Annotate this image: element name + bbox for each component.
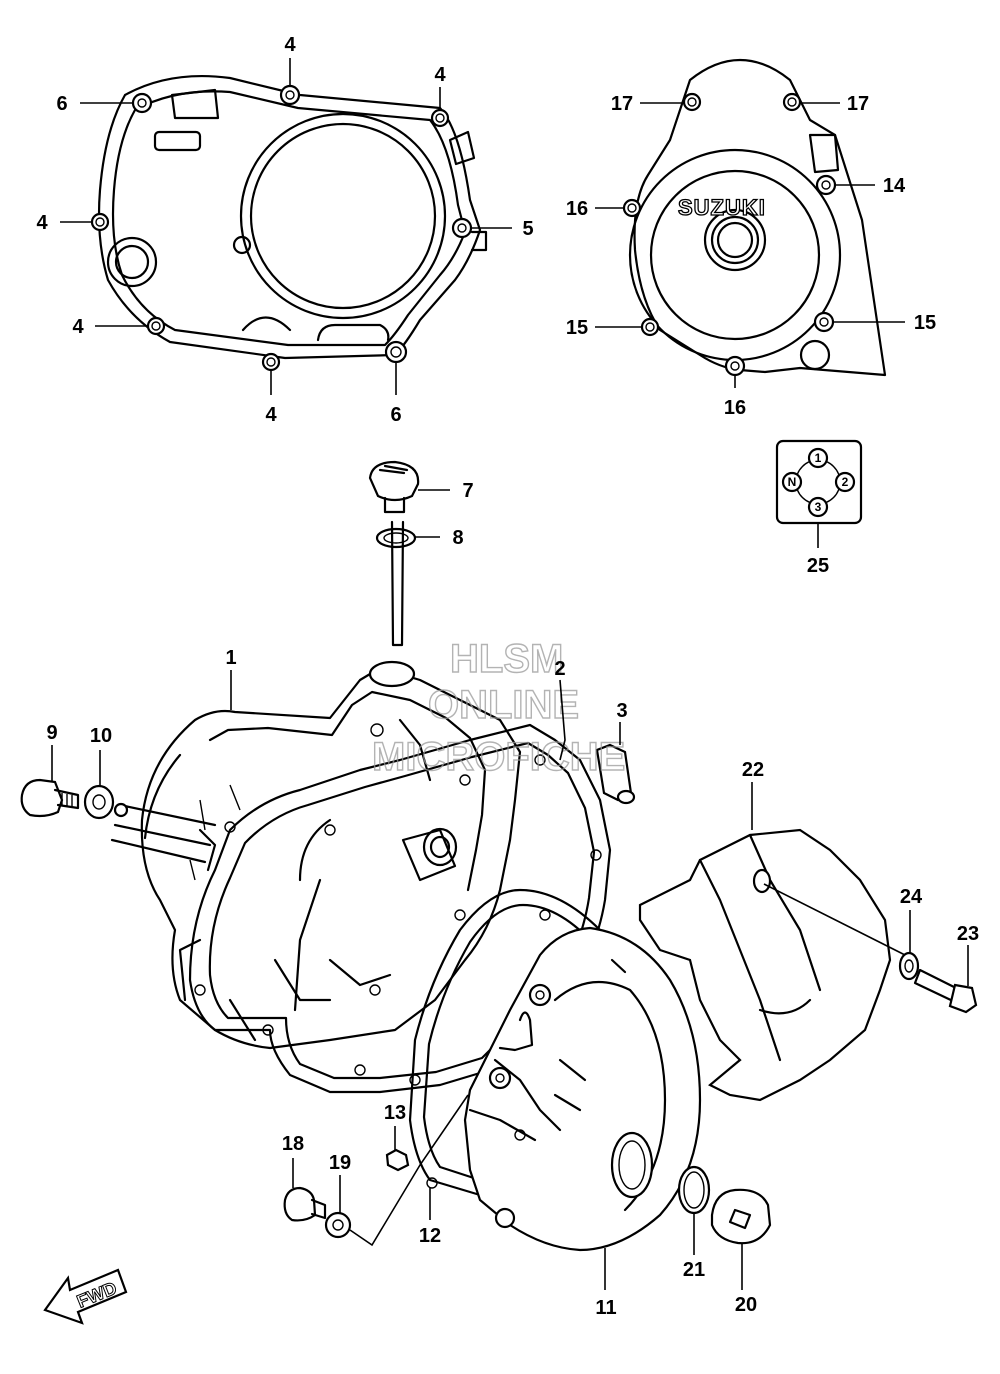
dowel-pin-13 (385, 1148, 410, 1172)
callout-10: 10 (90, 725, 112, 747)
watermark-line1: HLSM (450, 637, 563, 681)
callout-4-top: 4 (284, 34, 296, 56)
callout-4-bottom-left: 4 (72, 316, 84, 338)
washer-10 (83, 784, 129, 820)
leader-lines (51, 58, 969, 1290)
forward-direction-arrow: FWD (43, 1268, 128, 1325)
clutch-cover-part (110, 660, 522, 1050)
callout-4-top-right: 4 (434, 64, 446, 86)
callout-5: 5 (522, 218, 533, 240)
gear-1-label: 1 (815, 451, 822, 465)
callout-8: 8 (452, 527, 463, 549)
callout-15-left: 15 (566, 317, 588, 339)
callout-19: 19 (329, 1152, 351, 1174)
gear-2-label: 2 (842, 475, 849, 489)
clutch-cover-outline-view (90, 74, 488, 372)
callout-17-left: 17 (611, 93, 633, 115)
bolt-18 (283, 1186, 327, 1222)
callout-16-bottom: 16 (724, 397, 746, 419)
gear-position-indicator: 1 2 3 N (775, 439, 863, 525)
callout-1: 1 (225, 647, 236, 669)
callout-9: 9 (46, 722, 57, 744)
magneto-cover-part (463, 926, 702, 1252)
magneto-cover-outline-view: SUZUKI (622, 59, 887, 377)
watermark: HLSM ONLINE MICROFICHE (371, 636, 626, 779)
plug-20 (710, 1188, 772, 1245)
callout-11: 11 (595, 1297, 616, 1319)
callout-18: 18 (282, 1133, 304, 1155)
callout-25: 25 (807, 555, 829, 577)
washer-24 (898, 951, 920, 981)
gear-neutral-label: N (788, 475, 797, 489)
washer-19 (324, 1094, 469, 1247)
callout-17-right: 17 (847, 93, 869, 115)
callout-20: 20 (735, 1294, 757, 1316)
watermark-line3: MICROFICHE (372, 735, 625, 779)
watermark-line2: ONLINE (428, 683, 579, 727)
callout-22: 22 (742, 759, 764, 781)
callout-4-left: 4 (36, 212, 48, 234)
callout-3: 3 (616, 700, 627, 722)
sprocket-cover-part (638, 828, 906, 1102)
o-ring-21 (677, 1165, 711, 1215)
callout-4-bottom: 4 (265, 404, 277, 426)
callout-15-right: 15 (914, 312, 936, 334)
suzuki-brand-text: SUZUKI (678, 195, 766, 220)
gear-3-label: 3 (815, 500, 822, 514)
callout-14: 14 (883, 175, 906, 197)
callout-24: 24 (900, 886, 923, 908)
bolt-23 (913, 968, 978, 1014)
callout-labels: 6 4 4 4 5 4 4 6 17 17 14 16 15 15 16 25 … (36, 34, 979, 1319)
bolt-9 (20, 778, 80, 818)
callout-12: 12 (419, 1225, 441, 1247)
callout-21: 21 (683, 1259, 705, 1281)
callout-7: 7 (462, 480, 473, 502)
callout-23: 23 (957, 923, 979, 945)
callout-13: 13 (384, 1102, 406, 1124)
callout-6-top-left: 6 (56, 93, 67, 115)
callout-2: 2 (554, 658, 565, 680)
callout-6-bottom: 6 (390, 404, 401, 426)
callout-16-left: 16 (566, 198, 588, 220)
oil-filler-cap-dipstick (368, 460, 420, 647)
dowel-pin-3 (595, 743, 636, 805)
